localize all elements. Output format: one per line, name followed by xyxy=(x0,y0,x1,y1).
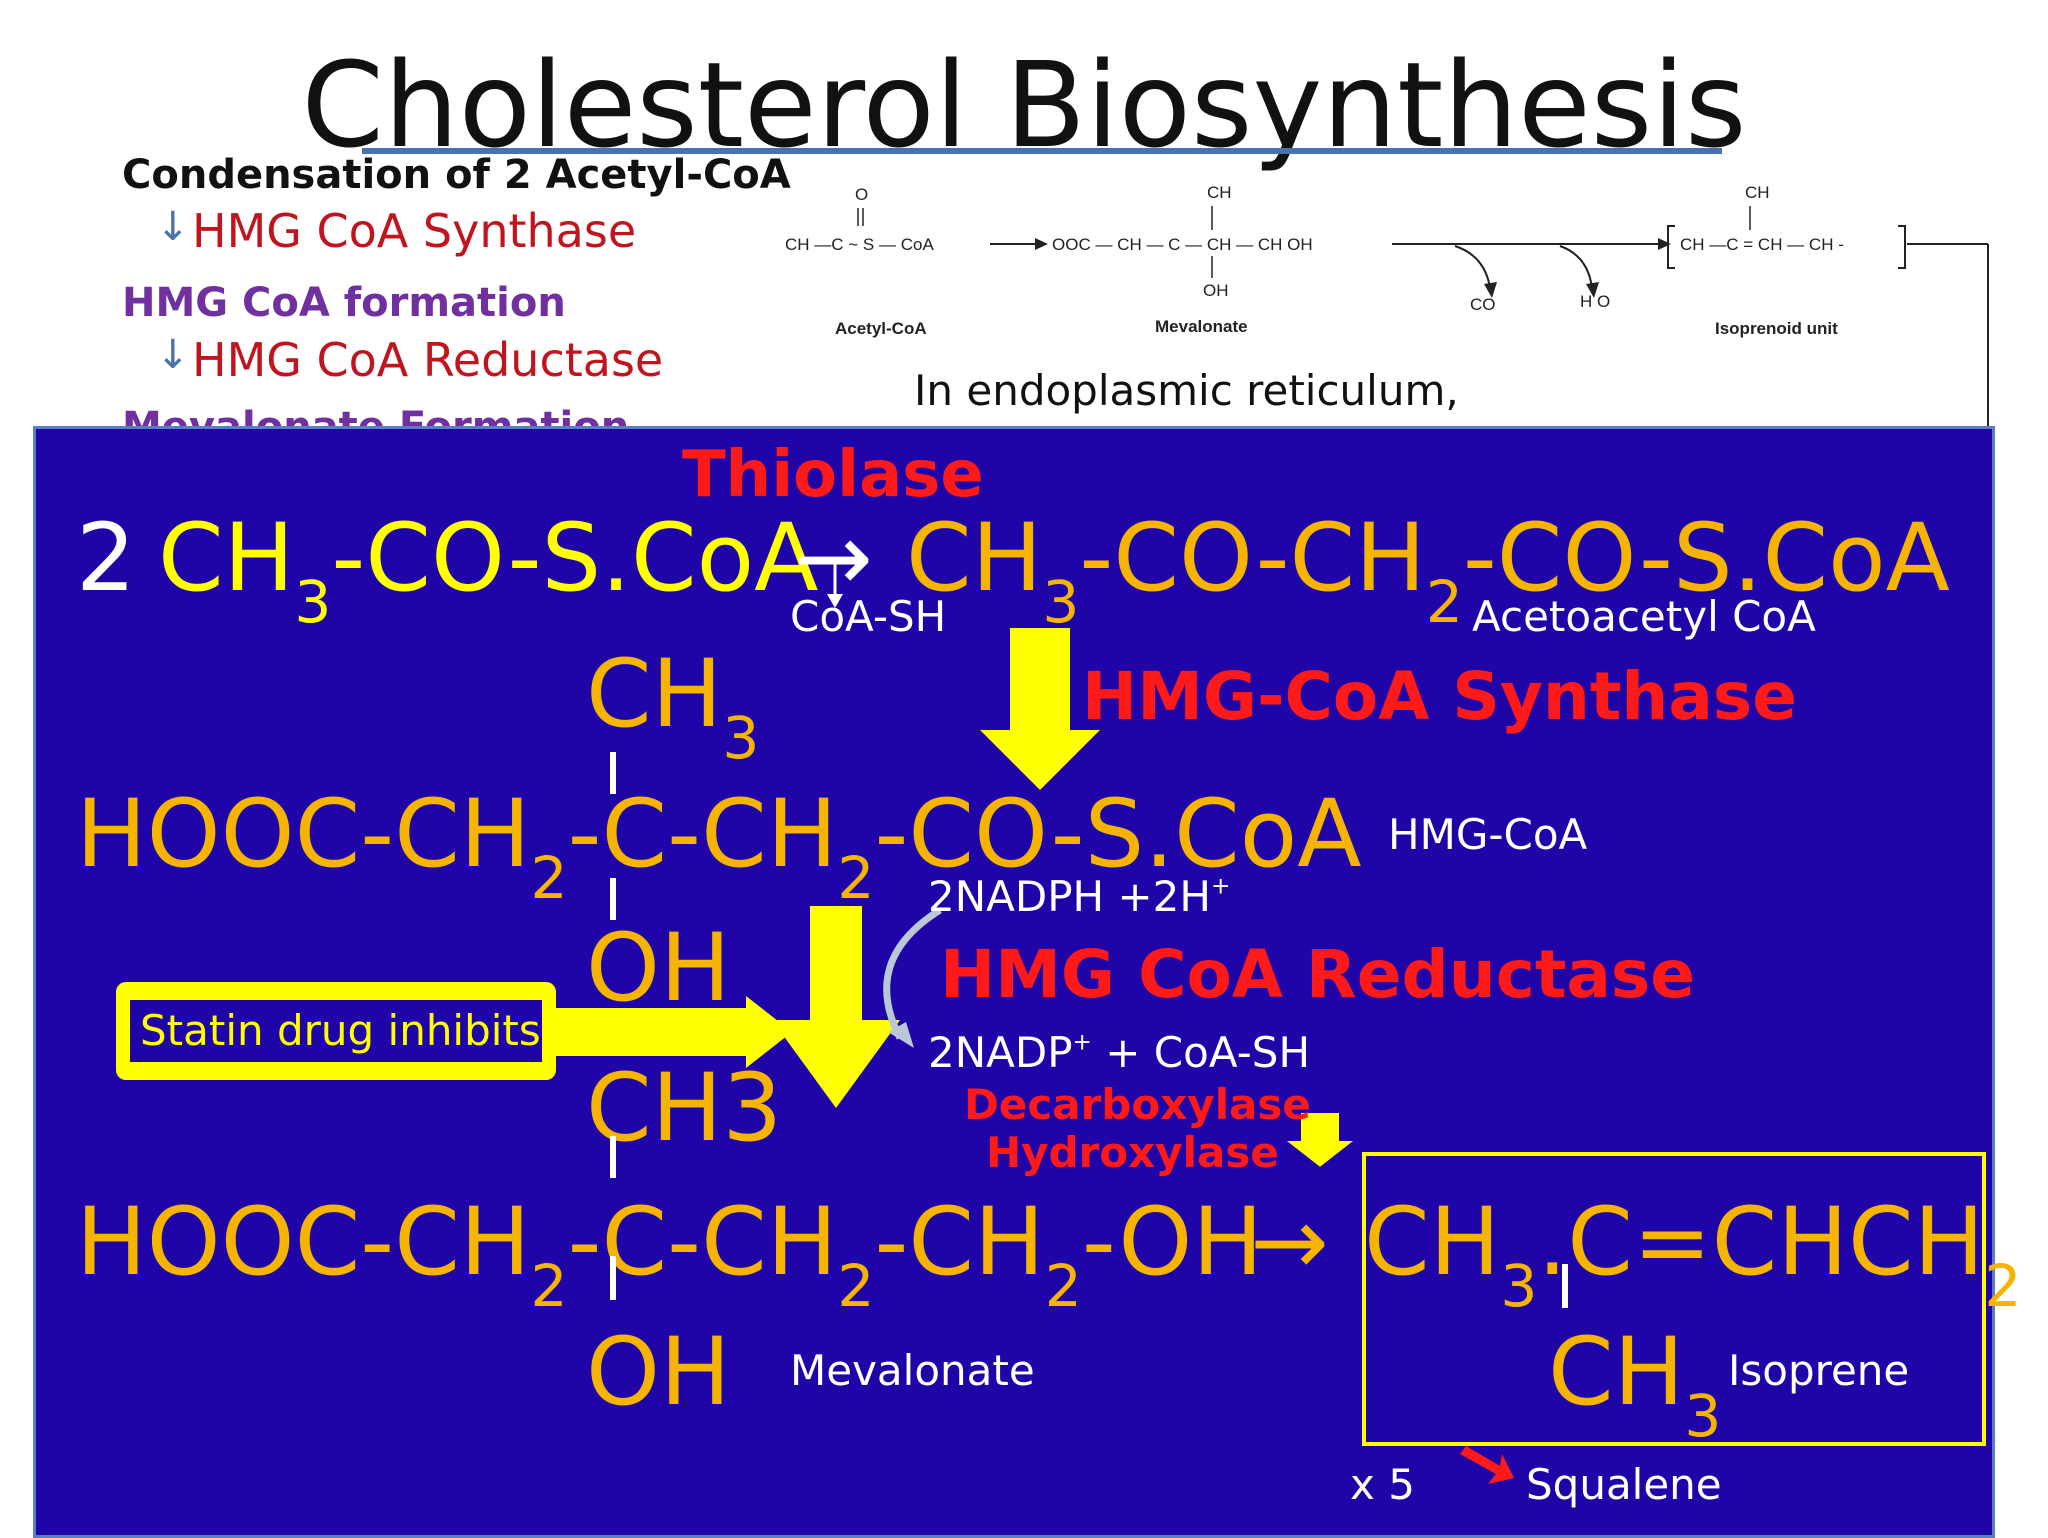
bond-line xyxy=(610,752,616,794)
bond-line xyxy=(610,1256,616,1300)
hydroxyl-group-bottom: OH xyxy=(586,1318,731,1427)
co2-label: CO xyxy=(1470,295,1496,314)
statin-note: Statin drug inhibits xyxy=(140,1006,541,1055)
times-five-label: x 5 xyxy=(1350,1460,1415,1509)
step-condensation: Condensation of 2 Acetyl-CoA xyxy=(122,152,791,198)
enzyme-hydroxylase: Hydroxylase xyxy=(986,1128,1279,1177)
reaction-arrow-icon: → xyxy=(1250,1188,1329,1297)
acetyl-formula: CH —C ~ S — CoA xyxy=(785,235,934,254)
isoprenoid-formula: CH —C = CH — CH - xyxy=(1680,235,1844,254)
location-note: In endoplasmic reticulum, xyxy=(914,366,1459,415)
cofactor-curve-arrow xyxy=(883,907,942,1040)
bond-line xyxy=(1562,1264,1568,1308)
enzyme-hmg-coa-synthase: HMG CoA Synthase xyxy=(192,204,637,258)
hydroxyl-label: OH xyxy=(1203,281,1229,300)
methyl-label: CH xyxy=(1745,183,1770,202)
statin-box-inner xyxy=(130,1000,542,1062)
bond-line xyxy=(610,878,616,920)
enzyme-hmg-coa-reductase: HMG CoA Reductase xyxy=(192,333,664,387)
methyl-label: CH xyxy=(1207,183,1232,202)
enzyme-hmg-coa-reductase-big: HMG CoA Reductase xyxy=(940,936,1695,1013)
down-arrow-icon: ↓ xyxy=(156,332,190,378)
acetyl-coa-label: Acetyl-CoA xyxy=(835,319,927,338)
step-hmg-coa-formation: HMG CoA formation xyxy=(122,280,566,326)
mevalonate-fig-label: Mevalonate xyxy=(1155,317,1248,336)
squalene-arrow-icon xyxy=(1460,1446,1514,1484)
methyl-group-top: CH3 xyxy=(586,640,760,773)
down-arrow-icon: ↓ xyxy=(156,204,190,250)
enzyme-thiolase: Thiolase xyxy=(682,438,984,512)
mevalonate-formula: HOOC-CH2-C-CH2-CH2-OH xyxy=(76,1188,1264,1321)
coefficient-two: 2 xyxy=(76,504,136,613)
enzyme-hmg-coa-synthase-big: HMG-CoA Synthase xyxy=(1082,658,1797,735)
isoprene-formula: CH3.C=CHCH2 xyxy=(1364,1188,2022,1321)
methyl-group-isoprene: CH3 xyxy=(1548,1318,1722,1451)
hydroxyl-group-mid: OH xyxy=(586,914,731,1023)
acetyl-coa-formula: CH3-CO-S.CoA xyxy=(158,504,819,637)
acetoacetyl-coa-label: Acetoacetyl CoA xyxy=(1472,592,1816,641)
squalene-label: Squalene xyxy=(1526,1460,1722,1509)
isoprene-box xyxy=(1362,1152,1986,1446)
isoprene-label: Isoprene xyxy=(1728,1346,1910,1395)
title-underline xyxy=(362,148,1722,154)
statin-arrow-icon xyxy=(556,996,792,1068)
nadp-label: 2NADP+ + CoA-SH xyxy=(928,1028,1311,1077)
nadph-label: 2NADPH +2H+ xyxy=(928,872,1231,921)
mevalonate-label: Mevalonate xyxy=(790,1346,1035,1395)
coa-sh-label: CoA-SH xyxy=(790,592,947,641)
hmg-coa-label: HMG-CoA xyxy=(1388,810,1588,859)
enzyme-decarboxylase: Decarboxylase xyxy=(964,1080,1311,1129)
h2o-label: H O xyxy=(1580,292,1610,311)
bond-line xyxy=(610,1136,616,1178)
pathway-figure: O CH —C ~ S — CoA CH OOC — CH — C — CH —… xyxy=(785,183,1989,590)
acetoacetyl-coa-formula: CH3-CO-CH2-CO-S.CoA xyxy=(906,504,1950,637)
decarboxylase-arrow-icon xyxy=(1281,1111,1359,1170)
methyl-group-mid: CH3 xyxy=(586,1054,783,1163)
mevalonate-formula: OOC — CH — C — CH — CH OH xyxy=(1052,235,1313,254)
reaction-arrow-icon: → xyxy=(794,504,873,613)
hmg-coa-formula: HOOC-CH2-C-CH2-CO-S.CoA xyxy=(76,780,1362,913)
oxygen-label: O xyxy=(855,185,868,204)
isoprenoid-unit-label: Isoprenoid unit xyxy=(1715,319,1838,338)
synthase-arrow-icon xyxy=(980,628,1100,790)
reductase-arrow-icon xyxy=(772,906,900,1108)
